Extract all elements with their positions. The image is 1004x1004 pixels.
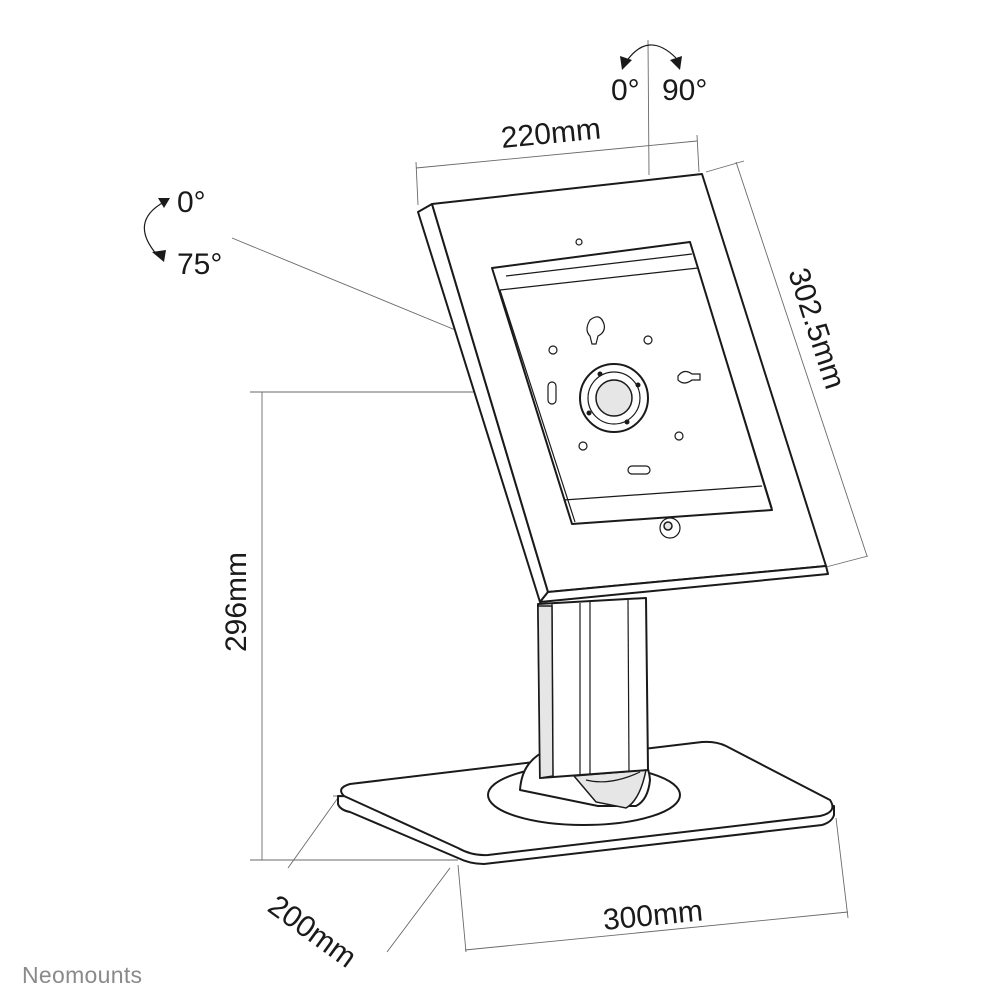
- rotation-arrows: [620, 44, 682, 70]
- rotation-end-label: 90°: [662, 74, 707, 107]
- base-depth-dimension-label: 200mm: [262, 889, 362, 975]
- mount-plate: [547, 316, 701, 475]
- base-width-dimension-label: 300mm: [602, 895, 705, 937]
- tilt-arrows: [143, 198, 170, 262]
- column: [537, 597, 649, 779]
- width-dimension-label: 220mm: [500, 113, 603, 155]
- tilt-start-label: 0°: [177, 186, 206, 219]
- panel-height-dimension-label: 302.5mm: [781, 264, 851, 393]
- rotation-start-label: 0°: [611, 74, 640, 107]
- total-height-dimension-label: 296mm: [220, 552, 253, 652]
- brand-logo-text: Neomounts: [22, 962, 142, 988]
- tilt-end-label: 75°: [177, 248, 222, 281]
